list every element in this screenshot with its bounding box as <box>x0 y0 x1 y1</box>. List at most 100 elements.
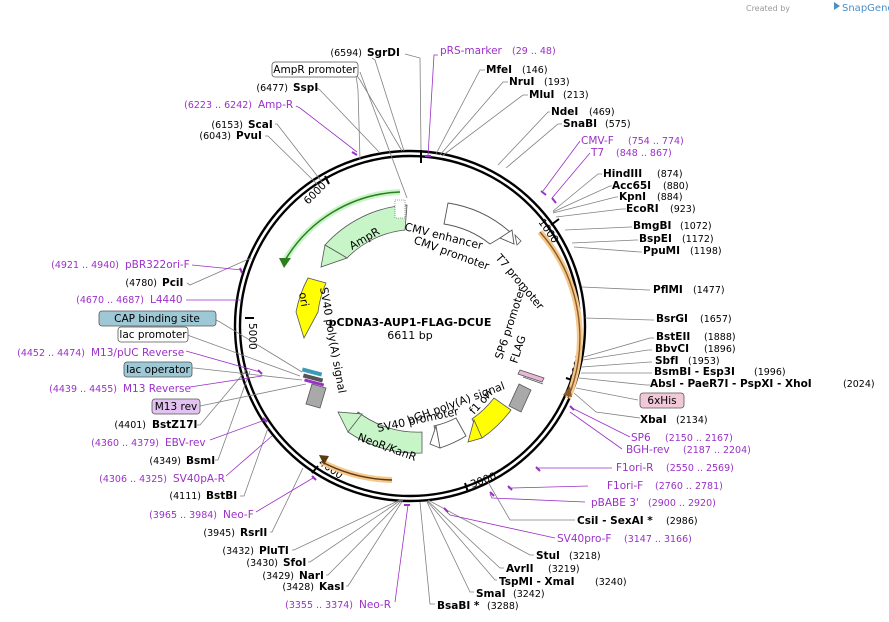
enzyme-smai-pos: (3242) <box>513 589 545 600</box>
lac-region-feature <box>301 367 325 387</box>
ori-feature <box>295 277 327 340</box>
enzyme-mlui-pos: (213) <box>563 90 589 101</box>
sv40-promoter-feature <box>433 417 467 449</box>
sp6-promoter-feature <box>522 376 544 385</box>
ampr-promoter-feature <box>394 199 406 219</box>
f1-ori-head <box>467 418 483 443</box>
primer-m13-puc-reverse: M13/pUC Reverse <box>91 347 184 359</box>
leaders-right <box>404 53 654 605</box>
enzyme-sspi: SspI <box>293 82 318 94</box>
snapgene-logo-icon <box>834 2 840 10</box>
t7-promoter-feature <box>514 233 522 246</box>
primer-neo-r-pos: (3355 .. 3374) <box>285 600 353 611</box>
enzyme-bstz17i: BstZ17I <box>152 419 197 431</box>
cds-arc-main-head <box>563 386 572 397</box>
neor-head <box>337 411 363 433</box>
primer-m13-reverse-pos: (4439 .. 4455) <box>49 384 117 395</box>
sv40-polya-feature <box>305 383 327 409</box>
box-m13-rev-label: M13 rev <box>155 401 198 413</box>
tick-6000: 6000 <box>302 180 329 207</box>
credit-prefix: Created by <box>746 4 790 13</box>
sv40-promoter-head <box>429 425 441 449</box>
enzyme-bsrgi-pos: (1657) <box>700 314 732 325</box>
primer-leaders-left <box>185 105 409 603</box>
enzyme-sbfi: SbfI <box>655 355 679 367</box>
enzyme-bspei: BspEI <box>639 233 672 245</box>
enzyme-snabi-pos: (575) <box>605 119 631 130</box>
enzyme-bsmbi-pos: (1996) <box>754 367 786 378</box>
box-cap-binding-site-label: CAP binding site <box>114 313 200 325</box>
primer-neo-r: Neo-R <box>359 599 391 611</box>
enzyme-sgrdi: SgrDI <box>367 47 400 59</box>
enzyme-rsrii-pos: (3945) <box>203 528 235 539</box>
enzyme-mfei: MfeI <box>486 64 512 76</box>
enzyme-hindiii: HindIII <box>603 168 642 180</box>
enzyme-bsrgi: BsrGI <box>656 313 688 325</box>
enzyme-acc65i: Acc65I <box>612 180 651 192</box>
cds-arc-main <box>537 230 583 400</box>
enzyme-avrii-pos: (3219) <box>548 564 580 575</box>
enzyme-stui: StuI <box>536 550 560 562</box>
enzyme-bsabi: BsaBI * <box>437 600 480 612</box>
enzyme-xbai: XbaI <box>640 414 667 426</box>
enzyme-snabi: SnaBI <box>563 118 597 130</box>
enzyme-bbvci-pos: (1896) <box>704 344 736 355</box>
enzyme-stui-pos: (3218) <box>569 551 601 562</box>
enzyme-kasi: KasI <box>319 581 344 593</box>
tick-marks <box>245 175 576 493</box>
ampr-arc-head <box>279 258 291 268</box>
enzyme-bsteii-pos: (1888) <box>704 332 736 343</box>
enzyme-hindiii-pos: (874) <box>657 169 683 180</box>
plasmid-length: 6611 bp <box>387 329 432 342</box>
primer-t7: T7 <box>590 147 604 159</box>
primer-sp6-pos: (2150 .. 2167) <box>665 433 733 444</box>
enzyme-smai: SmaI <box>476 588 506 600</box>
flag-feature <box>517 369 545 383</box>
enzyme-bsabi-pos: (3288) <box>487 601 519 612</box>
primer-amp-r: Amp-R <box>258 99 293 111</box>
primer-pbabe3-pos: (2900 .. 2920) <box>648 498 716 509</box>
cds-arc-main-line <box>539 231 581 399</box>
box-ampr-promoter-label: AmpR promoter <box>273 64 357 76</box>
primer-pbr322ori-f-pos: (4921 .. 4940) <box>51 260 119 271</box>
box-lac-operator: lac operator <box>123 361 193 378</box>
label-ori: ori <box>296 291 311 307</box>
box-ampr-promoter: AmpR promoter <box>271 61 359 78</box>
label-sv40-polya: SV40 poly(A) signal <box>317 286 348 394</box>
primer-neo-f-pos: (3965 .. 3984) <box>149 510 217 521</box>
credit-brand: SnapGene <box>842 3 889 14</box>
enzyme-scai-pos: (6153) <box>211 120 243 131</box>
primer-l4440: L4440 <box>150 294 183 306</box>
cmv-enhancer-head <box>499 229 515 245</box>
enzyme-sfoi: SfoI <box>283 557 306 569</box>
tick-3000: 3000 <box>469 470 498 490</box>
box-lac-promoter: lac promoter <box>117 326 189 343</box>
enzyme-ndei-pos: (469) <box>589 107 615 118</box>
primer-m13-reverse: M13 Reverse <box>123 383 191 395</box>
primer-amp-r-pos: (6223 .. 6242) <box>184 100 252 111</box>
box-6xhis: 6xHis <box>639 392 685 409</box>
cds-arc-neo-line <box>321 461 393 481</box>
primer-cmv-f: CMV-F <box>581 135 614 147</box>
primer-bgh-rev: BGH-rev <box>626 444 670 456</box>
enzyme-bstbi-pos: (4111) <box>169 491 201 502</box>
enzyme-pcii: PciI <box>162 277 183 289</box>
enzyme-nrui: NruI <box>509 76 534 88</box>
tick-5000: 5000 <box>246 323 258 350</box>
box-6xhis-label: 6xHis <box>647 395 676 407</box>
ampr-arc-line <box>283 191 401 263</box>
enzyme-ecori-pos: (923) <box>670 204 696 215</box>
enzyme-bstz17i-pos: (4401) <box>114 420 146 431</box>
enzyme-xbai-pos: (2134) <box>676 415 708 426</box>
enzyme-bsmi: BsmI <box>186 455 215 467</box>
enzyme-kasi-pos: (3428) <box>282 582 314 593</box>
enzyme-sexai: CsiI - SexAI * <box>577 515 653 527</box>
primer-sv40pa-r: SV40pA-R <box>173 473 225 485</box>
plasmid-name: pCDNA3-AUP1-FLAG-DCUE <box>329 316 492 329</box>
enzyme-bsmi-pos: (4349) <box>149 456 181 467</box>
primer-prs-marker-pos: (29 .. 48) <box>512 46 556 57</box>
box-m13-rev: M13 rev <box>151 398 201 415</box>
enzyme-pluti-pos: (3432) <box>222 546 254 557</box>
enzyme-nari-pos: (3429) <box>262 571 294 582</box>
